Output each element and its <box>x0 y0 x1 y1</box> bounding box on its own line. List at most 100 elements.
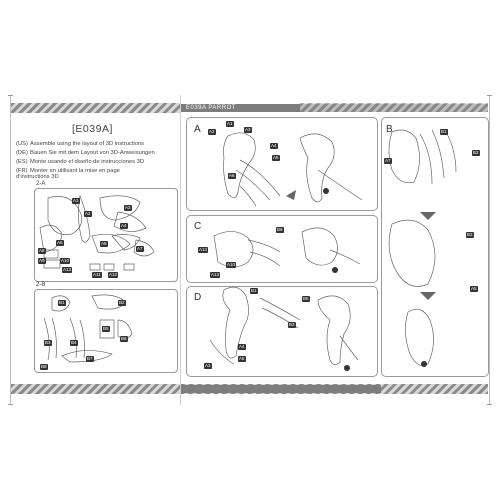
part-tag: A5 <box>272 155 280 161</box>
part-outline <box>99 195 141 221</box>
result-marker <box>332 267 338 273</box>
bottom-right-dark-band <box>181 385 381 393</box>
lang-code: (DE) <box>16 150 28 156</box>
lang-code: (US) <box>16 141 28 147</box>
part-outline <box>51 295 71 312</box>
part-tag: A8 <box>38 248 46 254</box>
part-tag: A2 <box>84 211 92 217</box>
part-tag: B1 <box>440 129 448 135</box>
step-letter: D <box>194 292 202 303</box>
part-tag: B8 <box>276 227 284 233</box>
crop-mark <box>8 404 13 405</box>
part-tag: A3 <box>124 205 132 211</box>
part-tag: A5 <box>470 286 478 292</box>
part-tag: A2 <box>208 129 216 135</box>
crop-mark <box>8 95 13 96</box>
parrot-d-tail <box>209 339 235 365</box>
instruction-fr: (FR)Monter en utilisant la mise en page … <box>16 168 136 180</box>
instruction-text: Assemble using the layout of 3D instruct… <box>30 141 145 147</box>
step-letter: A <box>194 124 201 135</box>
part-tag: B4 <box>70 340 78 346</box>
center-fold <box>180 95 181 405</box>
crop-mark <box>487 404 492 405</box>
part-outline <box>43 317 57 361</box>
part-tag: A1 <box>226 121 234 127</box>
step-letter: C <box>194 221 202 232</box>
part-tag: B3 <box>466 232 474 238</box>
lang-code: (ES) <box>16 159 28 165</box>
parrot-c-body <box>247 239 281 267</box>
parrot-wing-b <box>419 129 457 185</box>
part-tag: A4 <box>238 344 246 350</box>
part-tag: B3 <box>288 322 296 328</box>
part-tag: B2 <box>118 300 126 306</box>
model-code: [E039A] <box>72 123 113 135</box>
parrot-d-assembled-tail <box>339 335 359 361</box>
step-arrow <box>420 292 436 300</box>
part-outline <box>43 249 59 259</box>
instruction-text: Bauen Sie mit dem Layout von 3D-Anweisun… <box>30 150 155 156</box>
parrot-body <box>223 132 256 198</box>
step-letter: B <box>386 124 393 135</box>
step-b-panel <box>381 117 489 377</box>
result-marker <box>344 365 350 371</box>
part-outline <box>69 317 85 359</box>
part-tag: A13 <box>62 267 73 273</box>
part-tag: A4 <box>120 223 128 229</box>
parrot-assembled <box>299 133 335 203</box>
instruction-text: Monter en utilisant la mise en page d'in… <box>16 168 120 181</box>
part-outline <box>99 319 115 339</box>
part-outline <box>111 234 141 251</box>
right-page-title: E039A PARROT <box>186 105 236 111</box>
sheet-label: 2-A <box>36 181 46 187</box>
top-right-stripe-band <box>300 103 488 112</box>
instruction-de: (DE)Bauen Sie mit dem Layout von 3D-Anwe… <box>16 150 176 156</box>
parrot-c-assembled <box>301 227 338 266</box>
part-tag: A12 <box>108 272 119 278</box>
part-tag: A12 <box>198 247 209 253</box>
part-tag: A6 <box>100 241 108 247</box>
part-tag: B2 <box>472 150 480 156</box>
part-tag: A5 <box>56 240 64 246</box>
part-tag: A13 <box>210 272 221 278</box>
part-tag: A3 <box>204 363 212 369</box>
part-outline <box>91 294 127 310</box>
step-arrow <box>286 190 296 200</box>
part-tag: B5 <box>102 326 110 332</box>
part-tag: B7 <box>86 356 94 362</box>
part-tag: A4 <box>270 143 278 149</box>
parrot-b-2 <box>388 219 436 287</box>
part-tag: A10 <box>226 262 237 268</box>
top-left-stripe-band <box>11 103 180 113</box>
result-marker <box>323 188 329 194</box>
part-tag: B8 <box>40 364 48 370</box>
part-tag: B6 <box>120 336 128 342</box>
part-outline <box>133 239 155 257</box>
parrot-d-body <box>222 286 249 359</box>
left-page-edge <box>10 95 11 405</box>
part-outline <box>78 194 91 243</box>
part-tag: A1 <box>72 198 80 204</box>
parts-sheet-2a <box>34 188 178 282</box>
part-outline <box>113 211 147 232</box>
instruction-us: (US)Assemble using the layout of 3D inst… <box>16 141 176 147</box>
parrot-assembled-tail <box>317 169 363 201</box>
part-tag: B1 <box>58 300 66 306</box>
parrot-wing-b <box>388 129 420 184</box>
part-tag: B3 <box>44 340 52 346</box>
part-tag: A3 <box>244 127 252 133</box>
part-tag: A5 <box>238 356 246 362</box>
part-tag: A7 <box>384 158 392 164</box>
right-page-edge <box>489 95 490 405</box>
instruction-text: Monte usando el diseño de instrucciones … <box>30 159 145 165</box>
part-outline <box>89 263 135 271</box>
part-tag: B6 <box>302 296 310 302</box>
lang-code: (FR) <box>16 168 28 174</box>
sheet-label: 2-B <box>36 282 46 288</box>
parrot-d-assembled <box>317 295 351 365</box>
result-marker <box>421 361 427 367</box>
part-tag: A10 <box>60 258 71 264</box>
step-c-panel <box>186 215 378 283</box>
